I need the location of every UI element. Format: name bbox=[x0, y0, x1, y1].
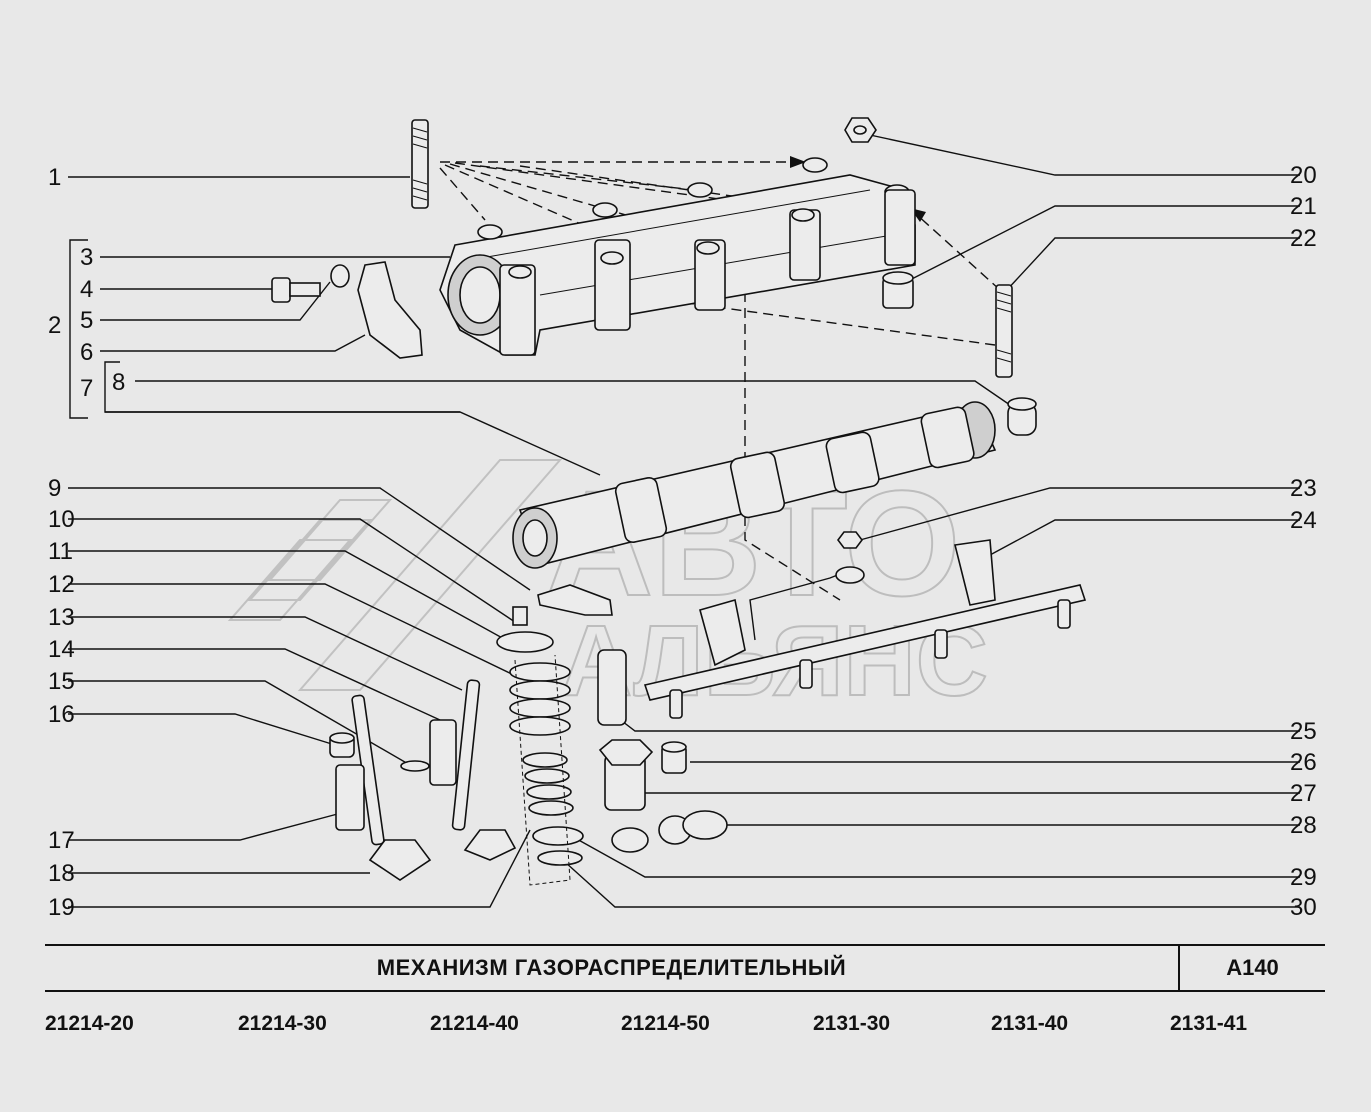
rocker-part bbox=[537, 584, 613, 616]
model-list: 21214-20 21214-30 21214-40 21214-50 2131… bbox=[45, 1012, 1325, 1044]
cap-16-part bbox=[329, 732, 355, 758]
right-callout-numbers: 20 21 22 23 24 25 26 27 28 29 30 bbox=[1290, 162, 1317, 921]
valve-exhaust-part bbox=[451, 679, 517, 861]
ring-15-part bbox=[400, 760, 430, 772]
callout-27: 27 bbox=[1290, 780, 1317, 807]
model-code: 2131-30 bbox=[813, 1012, 891, 1035]
valve-18-part bbox=[351, 694, 432, 881]
plug-8-part bbox=[1007, 397, 1037, 436]
callout-10: 10 bbox=[48, 506, 75, 533]
sleeve-21-part bbox=[882, 271, 914, 309]
left-leaders bbox=[68, 176, 1011, 908]
callout-1: 1 bbox=[48, 164, 61, 191]
callout-28: 28 bbox=[1290, 812, 1317, 839]
group-bracket-7 bbox=[104, 361, 460, 413]
bolt-4-part bbox=[271, 277, 321, 303]
callout-24: 24 bbox=[1290, 507, 1317, 534]
oil-pipe-part bbox=[643, 539, 1087, 719]
callout-20: 20 bbox=[1290, 162, 1317, 189]
callout-19: 19 bbox=[48, 894, 75, 921]
guide-14-part bbox=[429, 719, 457, 786]
callout-25: 25 bbox=[1290, 718, 1317, 745]
model-code: 21214-30 bbox=[238, 1012, 327, 1035]
stud-1-part bbox=[411, 119, 429, 209]
callout-21: 21 bbox=[1290, 193, 1317, 220]
callout-26: 26 bbox=[1290, 749, 1317, 776]
callout-17: 17 bbox=[48, 827, 75, 854]
callout-29: 29 bbox=[1290, 864, 1317, 891]
model-code: 2131-41 bbox=[1170, 1012, 1248, 1035]
callout-30: 30 bbox=[1290, 894, 1317, 921]
model-code: 21214-50 bbox=[621, 1012, 710, 1035]
diagram-title: МЕХАНИЗМ ГАЗОРАСПРЕДЕЛИТЕЛЬНЫЙ bbox=[376, 955, 847, 980]
model-code: 21214-20 bbox=[45, 1012, 134, 1035]
camshaft-part bbox=[512, 401, 997, 569]
cap-26-part bbox=[661, 741, 687, 774]
washer-5-part bbox=[330, 264, 350, 288]
washers-28-part bbox=[611, 810, 728, 853]
group-bracket-2 bbox=[69, 239, 88, 419]
plate-6-part bbox=[357, 261, 423, 359]
model-code: 21214-40 bbox=[430, 1012, 519, 1035]
callout-5: 5 bbox=[80, 307, 93, 334]
cotter-9-part bbox=[512, 606, 528, 626]
spring-seat-29-part bbox=[532, 826, 584, 846]
spring-group-box bbox=[514, 654, 571, 886]
callout-11: 11 bbox=[48, 538, 73, 565]
callout-23: 23 bbox=[1290, 475, 1317, 502]
callout-2: 2 bbox=[48, 312, 61, 339]
callout-3: 3 bbox=[80, 244, 93, 271]
guide-17-part bbox=[335, 764, 365, 831]
exploded-diagram: АВТО АЛЬЯНС bbox=[48, 117, 1317, 921]
model-code: 2131-40 bbox=[991, 1012, 1069, 1035]
nut-20-part bbox=[844, 117, 877, 143]
washer-30-part bbox=[537, 850, 583, 866]
callout-9: 9 bbox=[48, 475, 61, 502]
title-block: МЕХАНИЗМ ГАЗОРАСПРЕДЕЛИТЕЛЬНЫЙ A140 bbox=[45, 944, 1325, 992]
callout-13: 13 bbox=[48, 604, 75, 631]
callout-14: 14 bbox=[48, 636, 75, 663]
callout-22: 22 bbox=[1290, 225, 1317, 252]
bushing-27-part bbox=[598, 739, 654, 811]
callout-4: 4 bbox=[80, 276, 93, 303]
callout-18: 18 bbox=[48, 860, 75, 887]
spring-plate-10-part bbox=[496, 631, 554, 653]
callout-12: 12 bbox=[48, 571, 75, 598]
stud-22-part bbox=[995, 284, 1013, 378]
spring-11-part bbox=[509, 662, 574, 816]
camshaft-housing-part bbox=[439, 157, 916, 356]
title-divider bbox=[1178, 946, 1180, 990]
left-callout-numbers: 1 2 3 4 5 6 7 8 9 10 11 12 13 14 15 16 1… bbox=[48, 164, 125, 921]
callout-8: 8 bbox=[112, 369, 125, 396]
diagram-code: A140 bbox=[1226, 955, 1279, 980]
callout-6: 6 bbox=[80, 339, 93, 366]
callout-15: 15 bbox=[48, 668, 75, 695]
callout-16: 16 bbox=[48, 701, 75, 728]
callout-7: 7 bbox=[80, 375, 93, 402]
lifter-25-part bbox=[597, 649, 627, 726]
nut-23-part bbox=[835, 531, 865, 584]
